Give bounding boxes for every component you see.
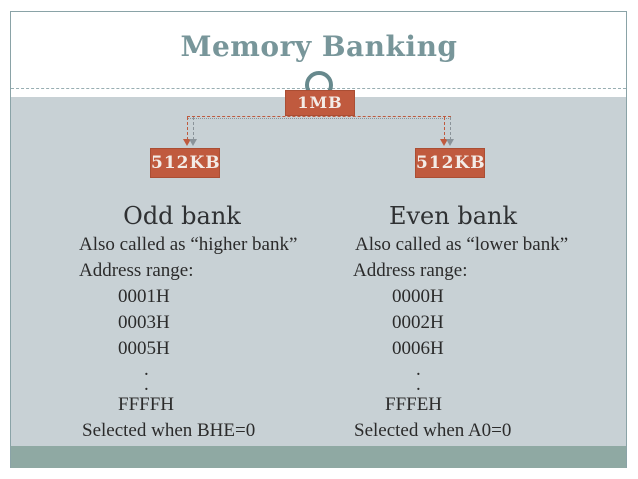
bank-512kb-box-left: 512KB (150, 148, 220, 178)
even-bank-heading: Even bank (388, 202, 518, 230)
odd-bank-alias: Also called as “higher bank” (79, 234, 298, 255)
connector-vertical-left-red (187, 117, 188, 140)
even-bank-last-address: FFFEH (385, 394, 443, 415)
connector-vertical-right-red (444, 117, 445, 140)
even-bank-range-label: Address range: (353, 260, 468, 281)
connector-vertical-left-gray (193, 117, 194, 140)
connector-horizontal-red (187, 116, 451, 117)
arrow-down-icon (183, 139, 191, 146)
odd-bank-select-condition: Selected when BHE=0 (82, 420, 256, 441)
odd-bank-address: 0005H (118, 338, 170, 359)
slide-title: Memory Banking (180, 30, 458, 63)
connector-horizontal-gray (187, 118, 451, 119)
even-bank-column: Even bank Also called as “lower bank” Ad… (322, 200, 584, 444)
odd-bank-heading: Odd bank (123, 202, 241, 230)
arrow-down-icon (189, 139, 197, 146)
ellipsis-dot: . (416, 359, 421, 380)
odd-bank-range-label: Address range: (79, 260, 194, 281)
footer-band (11, 446, 626, 468)
ellipsis-dot: . (144, 374, 149, 395)
even-bank-alias: Also called as “lower bank” (355, 234, 569, 255)
even-bank-address: 0000H (392, 286, 444, 307)
odd-bank-column: Odd bank Also called as “higher bank” Ad… (32, 200, 332, 444)
even-bank-select-condition: Selected when A0=0 (354, 420, 512, 441)
arrow-down-icon (440, 139, 448, 146)
odd-bank-address: 0001H (118, 286, 170, 307)
ellipsis-dot: . (144, 359, 149, 380)
even-bank-address: 0006H (392, 338, 444, 359)
odd-bank-last-address: FFFFH (118, 394, 174, 415)
odd-bank-address: 0003H (118, 312, 170, 333)
connector-vertical-right-gray (450, 117, 451, 140)
arrow-down-icon (446, 139, 454, 146)
ellipsis-dot: . (416, 374, 421, 395)
slide-body-background (11, 97, 626, 446)
memory-1mb-box: 1MB (285, 90, 355, 116)
bank-512kb-box-right: 512KB (415, 148, 485, 178)
even-bank-address: 0002H (392, 312, 444, 333)
